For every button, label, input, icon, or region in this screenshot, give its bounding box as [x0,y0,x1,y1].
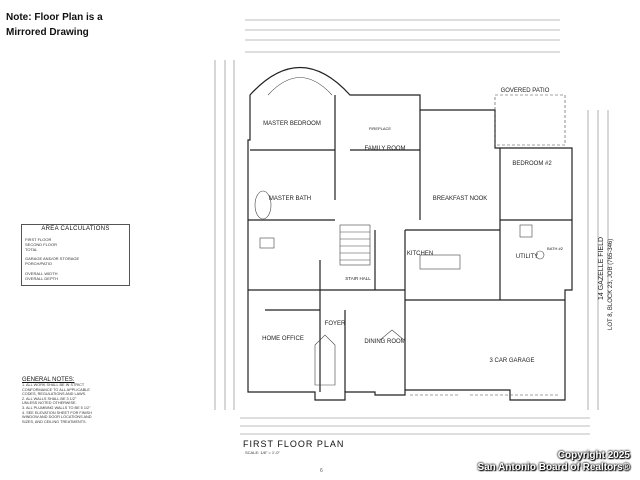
room-label-foyer: FOYER [325,321,346,327]
general-note-item: UNLESS NOTED OTHERWISE. [22,401,77,406]
general-note-item: CODES, REGULATIONS AND LAWS. [22,392,87,397]
general-notes: GENERAL NOTES: 1. ALL WORK SHALL BE IN S… [22,377,110,429]
general-note-item: SIZES, AND CEILING TREATMENTS. [22,419,87,424]
area-row-label: GARAGE AND/OR STORAGE [25,256,80,261]
copyright-watermark: Copyright 2025 San Antonio Board of Real… [477,450,630,474]
room-label-master-bedroom: MASTER BEDROOM [263,121,321,127]
area-row-label: OVERALL WIDTH [25,271,58,276]
area-calculations-title: AREA CALCULATIONS [41,226,110,232]
area-row-label: OVERALL DEPTH [25,276,58,281]
area-row: GARAGE AND/OR STORAGE [25,256,126,261]
general-note-item: 4. SEE ELEVATION SHEET FOR FINISH [22,410,92,415]
room-label-family-room: FAMILY ROOM [364,146,405,152]
general-note-item: CONFORMANCE TO ALL APPLICABLE [22,387,90,392]
page-number: 6 [320,468,323,474]
area-row: PORCH/PATIO [25,261,126,266]
plan-title: FIRST FLOOR PLAN [243,439,345,449]
room-label-patio: GOVERED PATIO [501,88,550,94]
general-note-item: WINDOW AND DOOR LOCATIONS AND [22,415,92,420]
lot-block-label: LOT 8, BLOCK 23, JOB (765-346) [608,238,614,330]
room-label-utility: UTILITY [516,254,538,260]
area-row-label: FIRST FLOOR [25,237,52,242]
general-note-item: 3. ALL PLUMBING WALLS TO BE 5 1/2" [22,405,91,410]
general-note-item: 2. ALL WALLS SHALL BE 3 1/2" [22,396,77,401]
room-label-breakfast-nook: BREAKFAST NOOK [433,196,488,202]
note-line-1: Note: Floor Plan is a [6,12,103,23]
area-row-label: SECOND FLOOR [25,242,58,247]
area-row: TOTAL [25,247,126,252]
room-label-bath-2: BATH #2 [547,246,564,251]
area-row: OVERALL DEPTH [25,276,126,281]
room-label-stair-hall: STAIR HALL [345,276,371,281]
area-row-label: PORCH/PATIO [25,261,52,266]
area-row: SECOND FLOOR [25,242,126,247]
copyright-line-2: San Antonio Board of Realtors® [477,462,630,473]
room-label-home-office: HOME OFFICE [262,336,304,342]
general-notes-title: GENERAL NOTES: [22,377,75,383]
room-label-master-bath: MASTER BATH [269,196,311,202]
mirrored-drawing-note: Note: Floor Plan is a Mirrored Drawing [6,10,103,40]
plan-scale: SCALE: 1/8" = 1'-0" [245,450,280,455]
copyright-line-1: Copyright 2025 [557,450,630,461]
room-label-kitchen: KITCHEN [407,251,433,257]
area-row-label: TOTAL [25,247,38,252]
room-label-fireplace: FIREPLACE [369,126,392,131]
area-calculations-box: AREA CALCULATIONS FIRST FLOOR SECOND FLO… [21,224,130,286]
address-label: 14 GAZELLE FIELD [598,236,605,300]
room-label-garage: 3 CAR GARAGE [489,358,534,364]
note-line-2: Mirrored Drawing [6,27,89,38]
room-label-dining-room: DINING ROOM [364,339,405,345]
general-note-item: 1. ALL WORK SHALL BE IN STRICT [22,383,85,387]
area-row: OVERALL WIDTH [25,271,126,276]
area-row: FIRST FLOOR [25,237,126,242]
room-label-bedroom-2: BEDROOM #2 [512,161,552,167]
